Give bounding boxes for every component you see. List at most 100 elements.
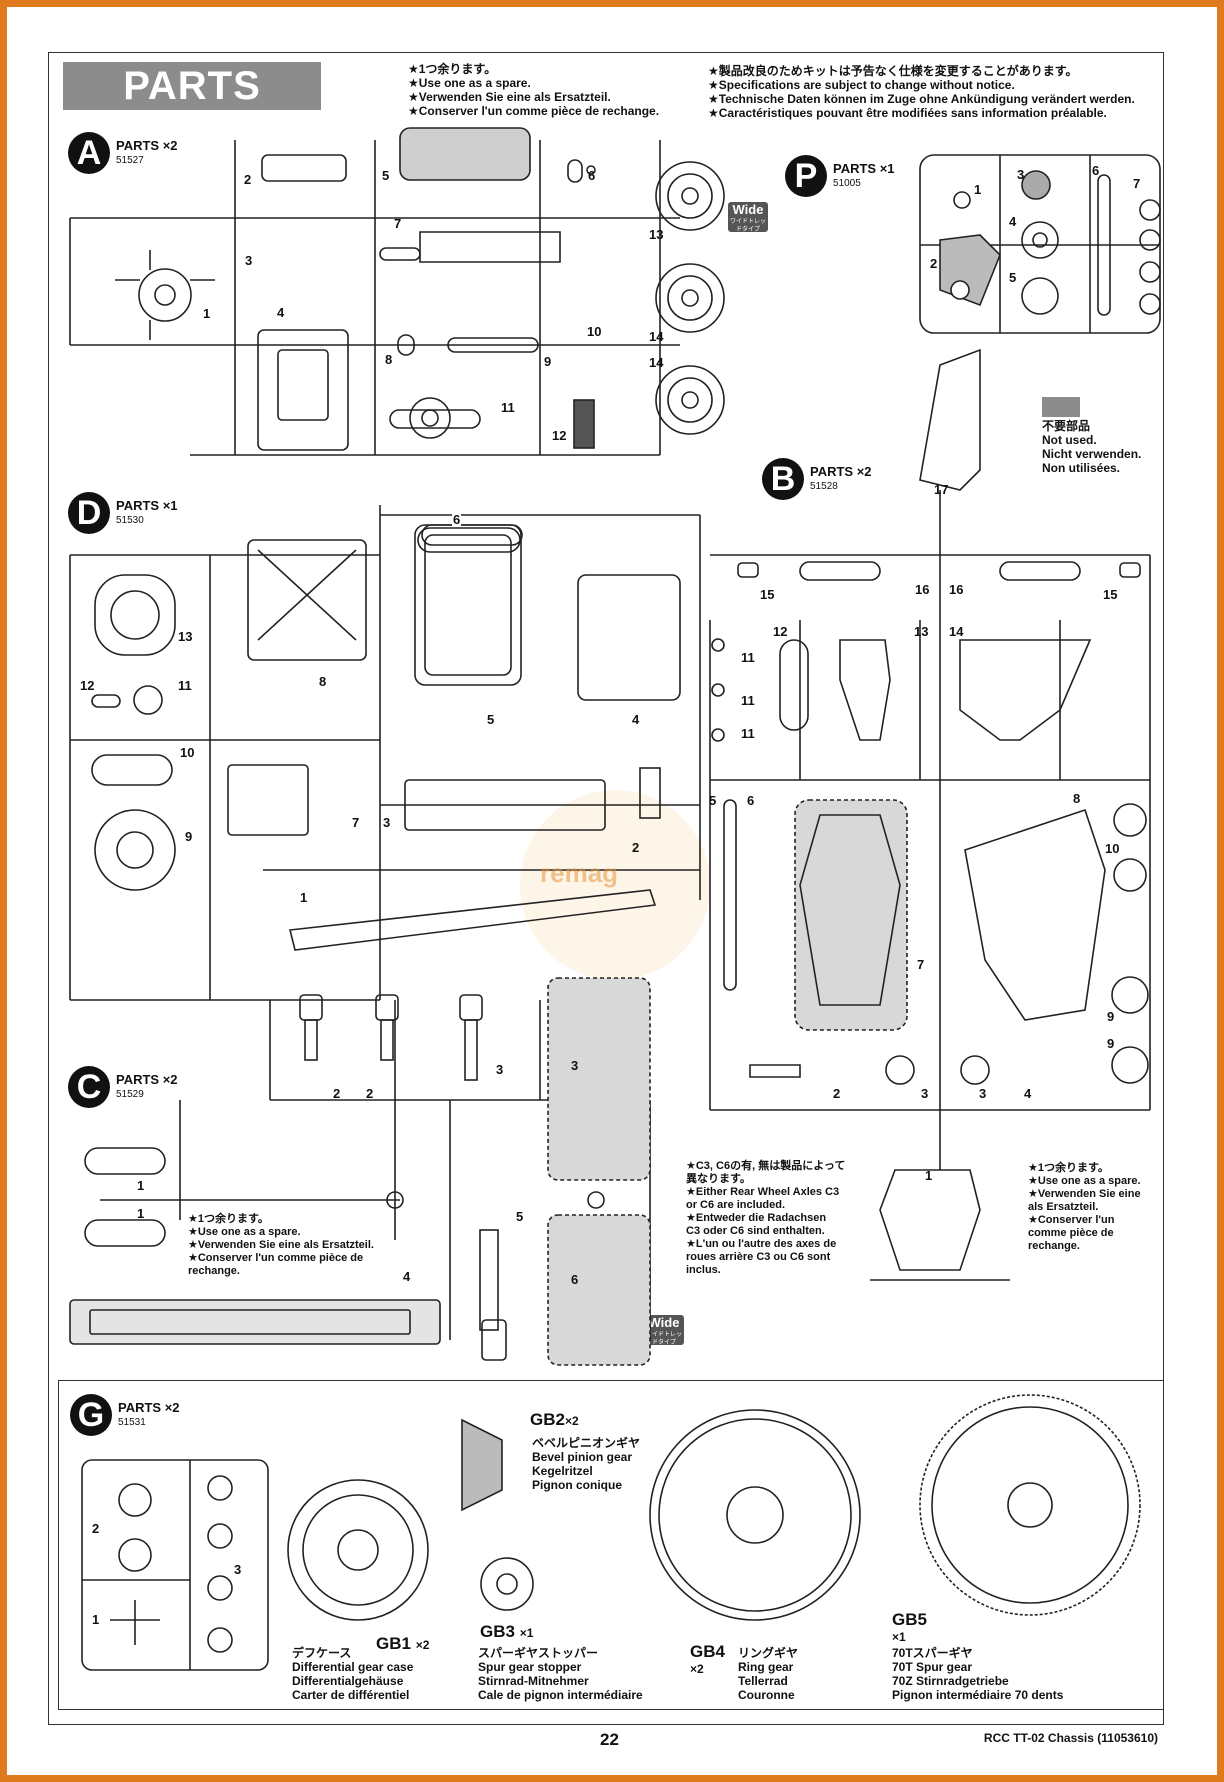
watermark-text: remag (540, 858, 619, 888)
tree-c-code: 51529 (116, 1089, 144, 1100)
page-title: PARTS (63, 62, 321, 110)
tree-g-box (58, 1380, 1164, 1710)
c-axle-line: 異なります。 (686, 1173, 751, 1185)
part-number: 4 (632, 712, 640, 727)
tree-d-sprue (69, 505, 701, 1001)
c-spare-line: ★Conserver l'un comme pièce de (188, 1252, 364, 1264)
part-number: 1 (300, 890, 308, 905)
part-number: 8 (385, 352, 393, 367)
tree-b-sprue (709, 348, 1151, 1281)
part-number: 13 (914, 624, 929, 639)
spec-note-line: ★Specifications are subject to change wi… (708, 78, 1015, 92)
gb1-line: デフケース (292, 1646, 352, 1660)
part-number: 6 (571, 1272, 579, 1287)
gb1-line: Carter de différentiel (292, 1688, 410, 1702)
gb4-title: GB4×2 (690, 1642, 725, 1676)
tree-b-label: PARTS ×2 (810, 464, 872, 479)
tree-a-label: PARTS ×2 (116, 138, 178, 153)
not-used-line: Non utilisées. (1042, 461, 1121, 475)
part-number: 9 (544, 354, 552, 369)
gb3-line: スパーギヤストッパー (478, 1646, 599, 1660)
not-used-swatch (1042, 397, 1080, 417)
tree-a-badge: A (68, 132, 110, 174)
wide-tag-sub: ワイドトレッドタイプ (645, 1332, 682, 1346)
spare-note-line: ★Use one as a spare. (408, 76, 531, 90)
tree-a-brake-discs (655, 161, 725, 435)
gb5-line: Pignon intermédiaire 70 dents (892, 1688, 1064, 1702)
gb2-desc: ベベルピニオンギヤ Bevel pinion gear Kegelritzel … (532, 1436, 640, 1492)
part-number: 6 (452, 512, 462, 527)
part-number: 7 (917, 957, 925, 972)
part-number: 1 (137, 1206, 145, 1221)
part-number: 1 (92, 1612, 100, 1627)
tree-p-sprue (919, 154, 1161, 334)
c-axle-line: ★Entweder die Radachsen (686, 1212, 827, 1224)
part-number: 11 (741, 726, 755, 741)
part-number: 3 (979, 1086, 987, 1101)
part-number: 6 (588, 168, 596, 183)
c-spare-line: ★Verwenden Sie eine als Ersatzteil. (188, 1239, 374, 1251)
part-number: 16 (949, 582, 964, 597)
gb5-qty: ×1 (892, 1630, 906, 1644)
gb5-name: GB5 (892, 1610, 927, 1629)
c-axle-line: or C6 are included. (686, 1199, 786, 1211)
part-number: 2 (930, 256, 938, 271)
gb1-line: Differentialgehäuse (292, 1674, 404, 1688)
part-number: 2 (244, 172, 252, 187)
b-spare-line: ★1つ余ります。 (1028, 1162, 1109, 1174)
tree-p-code: 51005 (833, 178, 861, 189)
part-number: 3 (921, 1086, 929, 1101)
gb4-line: リングギヤ (738, 1646, 799, 1660)
part-number: 7 (352, 815, 360, 830)
tree-d-label: PARTS ×1 (116, 498, 178, 513)
part-number: 17 (934, 482, 949, 497)
part-number: 1 (137, 1178, 145, 1193)
part-number: 4 (1024, 1086, 1032, 1101)
part-number: 11 (501, 400, 515, 415)
c-axle-line: C3 oder C6 sind enthalten. (686, 1225, 825, 1237)
part-number: 5 (709, 793, 717, 808)
gb3-line: Spur gear stopper (478, 1660, 582, 1674)
part-number: 3 (1017, 167, 1025, 182)
tree-d-badge: D (68, 492, 110, 534)
part-number: 5 (487, 712, 495, 727)
gb1-line: Differential gear case (292, 1660, 414, 1674)
page-number: 22 (600, 1730, 619, 1749)
c-spare-line: rechange. (188, 1265, 240, 1277)
gb4-line: Ring gear (738, 1660, 794, 1674)
gb1-title: GB1 ×2 (376, 1634, 429, 1654)
tree-a-sprue (69, 127, 680, 456)
part-number: 13 (178, 629, 193, 644)
gb1-desc: デフケース Differential gear case Differentia… (292, 1646, 413, 1702)
part-number: 2 (833, 1086, 841, 1101)
gb5-title: GB5×1 (892, 1610, 927, 1644)
gb2-line: Kegelritzel (532, 1464, 593, 1478)
part-number: 15 (1103, 587, 1118, 602)
part-number: 5 (516, 1209, 524, 1224)
gb3-line: Stirnrad-Mitnehmer (478, 1674, 589, 1688)
watermark-circle (520, 790, 710, 980)
part-number: 1 (974, 182, 982, 197)
part-number: 9 (1107, 1009, 1115, 1024)
gb1-name: GB1 (376, 1634, 411, 1653)
wide-tag-label: Wide (648, 1315, 680, 1330)
gb5-line: 70Z Stirnradgetriebe (892, 1674, 1009, 1688)
tree-c-sprue (69, 977, 651, 1366)
part-number: 14 (949, 624, 964, 639)
part-number: 13 (649, 227, 664, 242)
model-name: RCC TT-02 Chassis (11053610) (983, 1731, 1158, 1745)
gb4-line: Couronne (738, 1688, 795, 1702)
part-number: 14 (649, 355, 664, 370)
gb3-line: Cale de pignon intermédiaire (478, 1688, 643, 1702)
gb2-line: Bevel pinion gear (532, 1450, 633, 1464)
part-number: 3 (245, 253, 253, 268)
part-number: 4 (277, 305, 285, 320)
part-number: 3 (234, 1562, 242, 1577)
gb4-qty: ×2 (690, 1662, 704, 1676)
tree-b-code: 51528 (810, 481, 838, 492)
